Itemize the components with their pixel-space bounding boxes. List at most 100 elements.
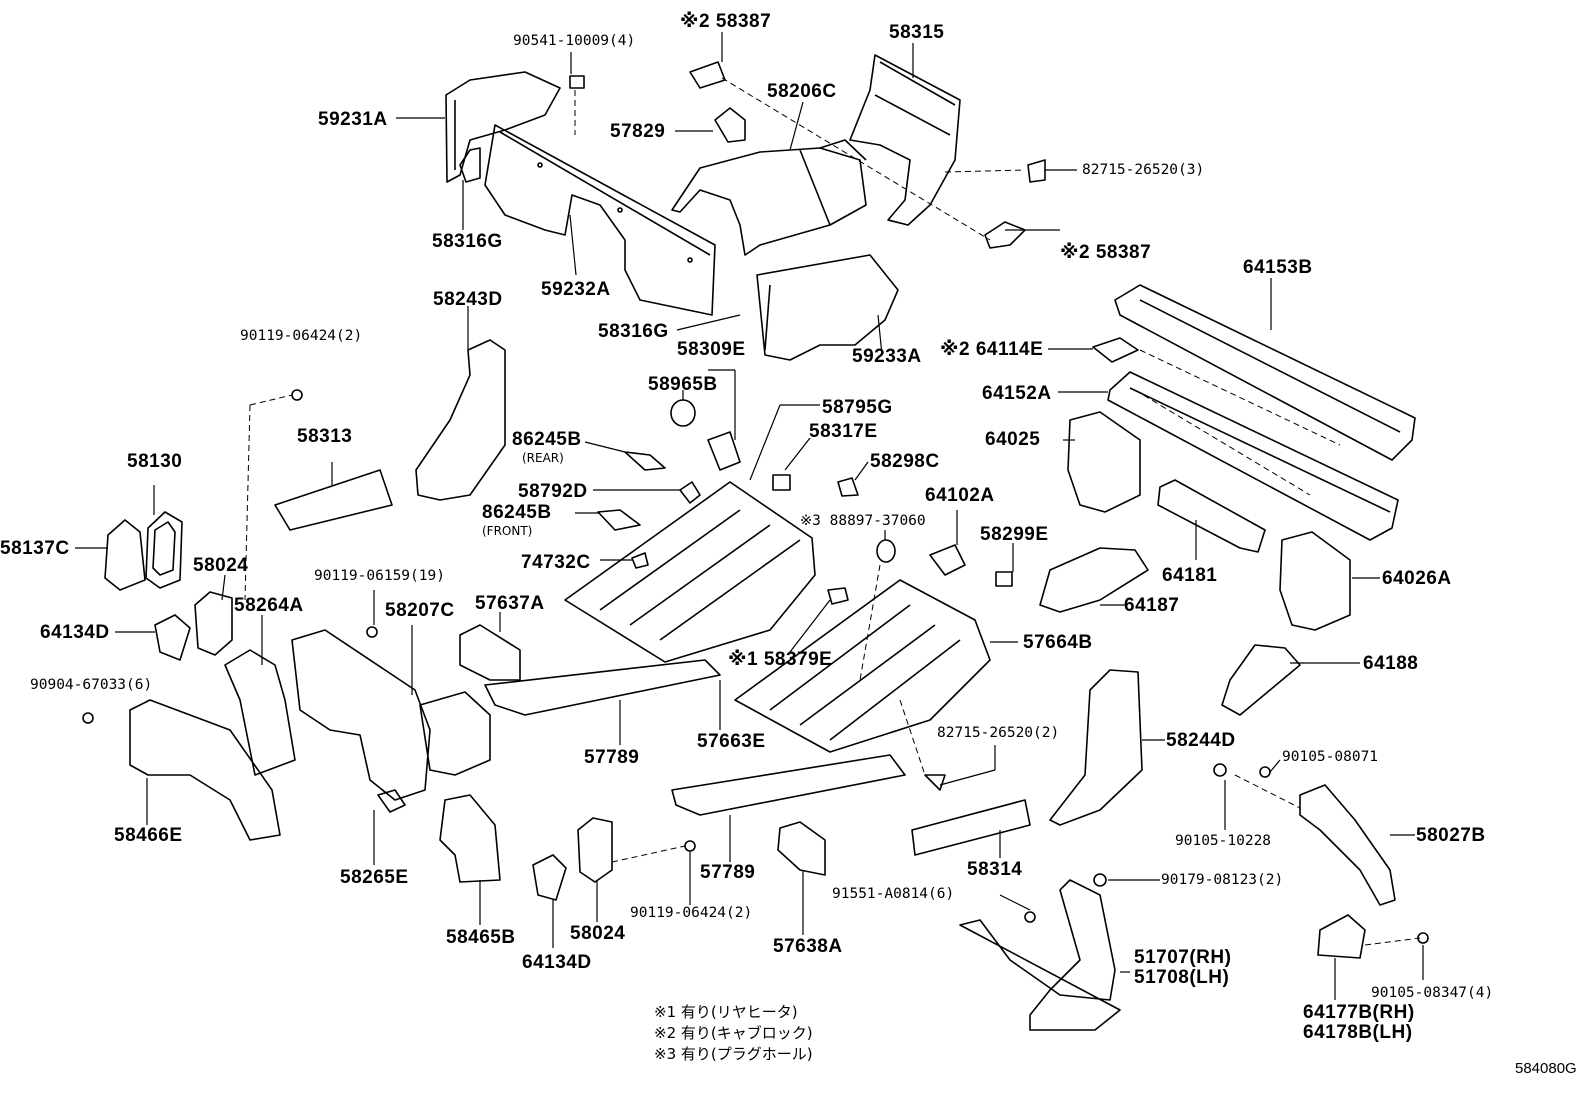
part-58387-drawing [689, 61, 726, 89]
part-51707-drawing [959, 879, 1121, 1031]
part-58299E-drawing [995, 571, 1013, 587]
part-90541-drawing [569, 75, 585, 89]
part-58314-drawing [911, 799, 1031, 856]
part-64153B-drawing [1114, 284, 1416, 461]
label-58313: 58313 [297, 426, 353, 447]
part-58244D-drawing [1049, 669, 1143, 826]
label-90105-08347: 90105-08347(4) [1371, 985, 1494, 1001]
bolt-90105-b [1259, 766, 1271, 778]
label-58317E: 58317E [809, 421, 878, 442]
label-58965B: 58965B [648, 374, 718, 395]
label-90179-08123: 90179-08123(2) [1161, 872, 1284, 888]
leader-lines [75, 32, 1424, 1000]
label-58387-top: ※2 58387 [680, 11, 772, 32]
label-90119-06424-top: 90119-06424(2) [240, 328, 363, 344]
part-82715-clip-drawing [1027, 159, 1046, 183]
part-64177B-drawing [1317, 914, 1366, 959]
label-59233A: 59233A [852, 346, 922, 367]
label-57829: 57829 [610, 121, 666, 142]
part-58465B-drawing [439, 794, 501, 883]
label-58379E: ※1 58379E [728, 649, 833, 670]
part-59231A-drawing [445, 71, 561, 183]
part-58206C-drawing [671, 139, 867, 256]
label-58466E: 58466E [114, 825, 183, 846]
part-57789b-drawing [671, 754, 906, 816]
label-86245B-rear: 86245B [512, 429, 582, 450]
dashed-guides [244, 77, 1421, 946]
label-58265E: 58265E [340, 867, 409, 888]
label-58316G-top: 58316G [432, 231, 503, 252]
label-58243D: 58243D [433, 289, 503, 310]
part-64181-drawing [1157, 479, 1266, 553]
part-64114E-drawing [1092, 337, 1139, 363]
label-58316G-mid: 58316G [598, 321, 669, 342]
label-58299E: 58299E [980, 524, 1049, 545]
part-57637A-drawing [459, 624, 521, 681]
label-90105-08071: 90105-08071 [1282, 749, 1379, 765]
label-58795G: 58795G [822, 397, 893, 418]
part-58137C-drawing [104, 519, 146, 591]
label-64114E: ※2 64114E [940, 339, 1044, 360]
label-59231A: 59231A [318, 109, 388, 130]
part-58315-drawing [849, 54, 961, 226]
part-58027B-drawing [1299, 784, 1396, 906]
bolt-90105-a [1213, 763, 1227, 777]
sublabel-rear: (REAR) [522, 451, 564, 465]
label-90541-10009: 90541-10009(4) [513, 33, 636, 49]
label-58298C: 58298C [870, 451, 940, 472]
part-58024-drawing [194, 591, 233, 656]
part-64134Db-drawing [532, 854, 567, 901]
bolt-91551 [1024, 911, 1036, 923]
diagram-code: 584080G [1515, 1060, 1577, 1077]
part-64152A-drawing [1107, 371, 1399, 541]
label-58024-bottom: 58024 [570, 923, 626, 944]
part-58466E-drawing [129, 699, 281, 841]
part-57664B-drawing [734, 579, 991, 753]
part-57789-drawing [484, 659, 721, 716]
label-58264A: 58264A [234, 595, 304, 616]
label-64025: 64025 [985, 429, 1041, 450]
label-64134D-bottom: 64134D [522, 952, 592, 973]
label-58315: 58315 [889, 22, 945, 43]
label-58027B: 58027B [1416, 825, 1486, 846]
part-58130-drawing [145, 511, 183, 589]
label-58206C: 58206C [767, 81, 837, 102]
part-86245B-rear-drawing [624, 451, 666, 471]
label-90119-06424-bottom: 90119-06424(2) [630, 905, 753, 921]
footnote-2: ※2 有り(キャブロック) [654, 1024, 813, 1042]
label-59232A: 59232A [541, 279, 611, 300]
part-58965B-drawing [670, 399, 696, 427]
part-58265E-drawing [377, 789, 406, 813]
label-64178B: 64178B(LH) [1303, 1022, 1413, 1043]
part-58387b-drawing [984, 221, 1026, 249]
label-57789-left: 57789 [584, 747, 640, 768]
label-58314: 58314 [967, 859, 1023, 880]
label-51708: 51708(LH) [1134, 967, 1230, 988]
label-74732C: 74732C [521, 552, 591, 573]
part-57638A-drawing [777, 821, 826, 876]
bolt-90179 [1093, 873, 1107, 887]
part-58309E-drawing [707, 431, 741, 471]
part-59232A-drawing [484, 124, 716, 316]
bolt-90119-a [291, 389, 303, 401]
label-64134D-left: 64134D [40, 622, 110, 643]
part-86245B-front-drawing [597, 509, 641, 531]
label-58309E: 58309E [677, 339, 746, 360]
part-74732C-drawing [631, 552, 649, 569]
part-58243D-drawing [415, 339, 506, 501]
part-64188-drawing [1221, 644, 1301, 716]
footnote-1: ※1 有り(リヤヒータ) [654, 1003, 798, 1021]
part-58024b-drawing [577, 817, 613, 883]
part-64102A-drawing [929, 544, 966, 576]
part-58317E-drawing [772, 474, 791, 491]
label-90119-06159: 90119-06159(19) [314, 568, 445, 584]
part-88897-plug-drawing [876, 539, 896, 563]
label-64153B: 64153B [1243, 257, 1313, 278]
bolt-90904 [82, 712, 94, 724]
label-58130: 58130 [127, 451, 183, 472]
sublabel-front: (FRONT) [482, 524, 533, 538]
label-82715-26520-2: 82715-26520(2) [937, 725, 1060, 741]
part-82715-2-drawing [924, 774, 946, 791]
bolt-90119-b [366, 626, 378, 638]
